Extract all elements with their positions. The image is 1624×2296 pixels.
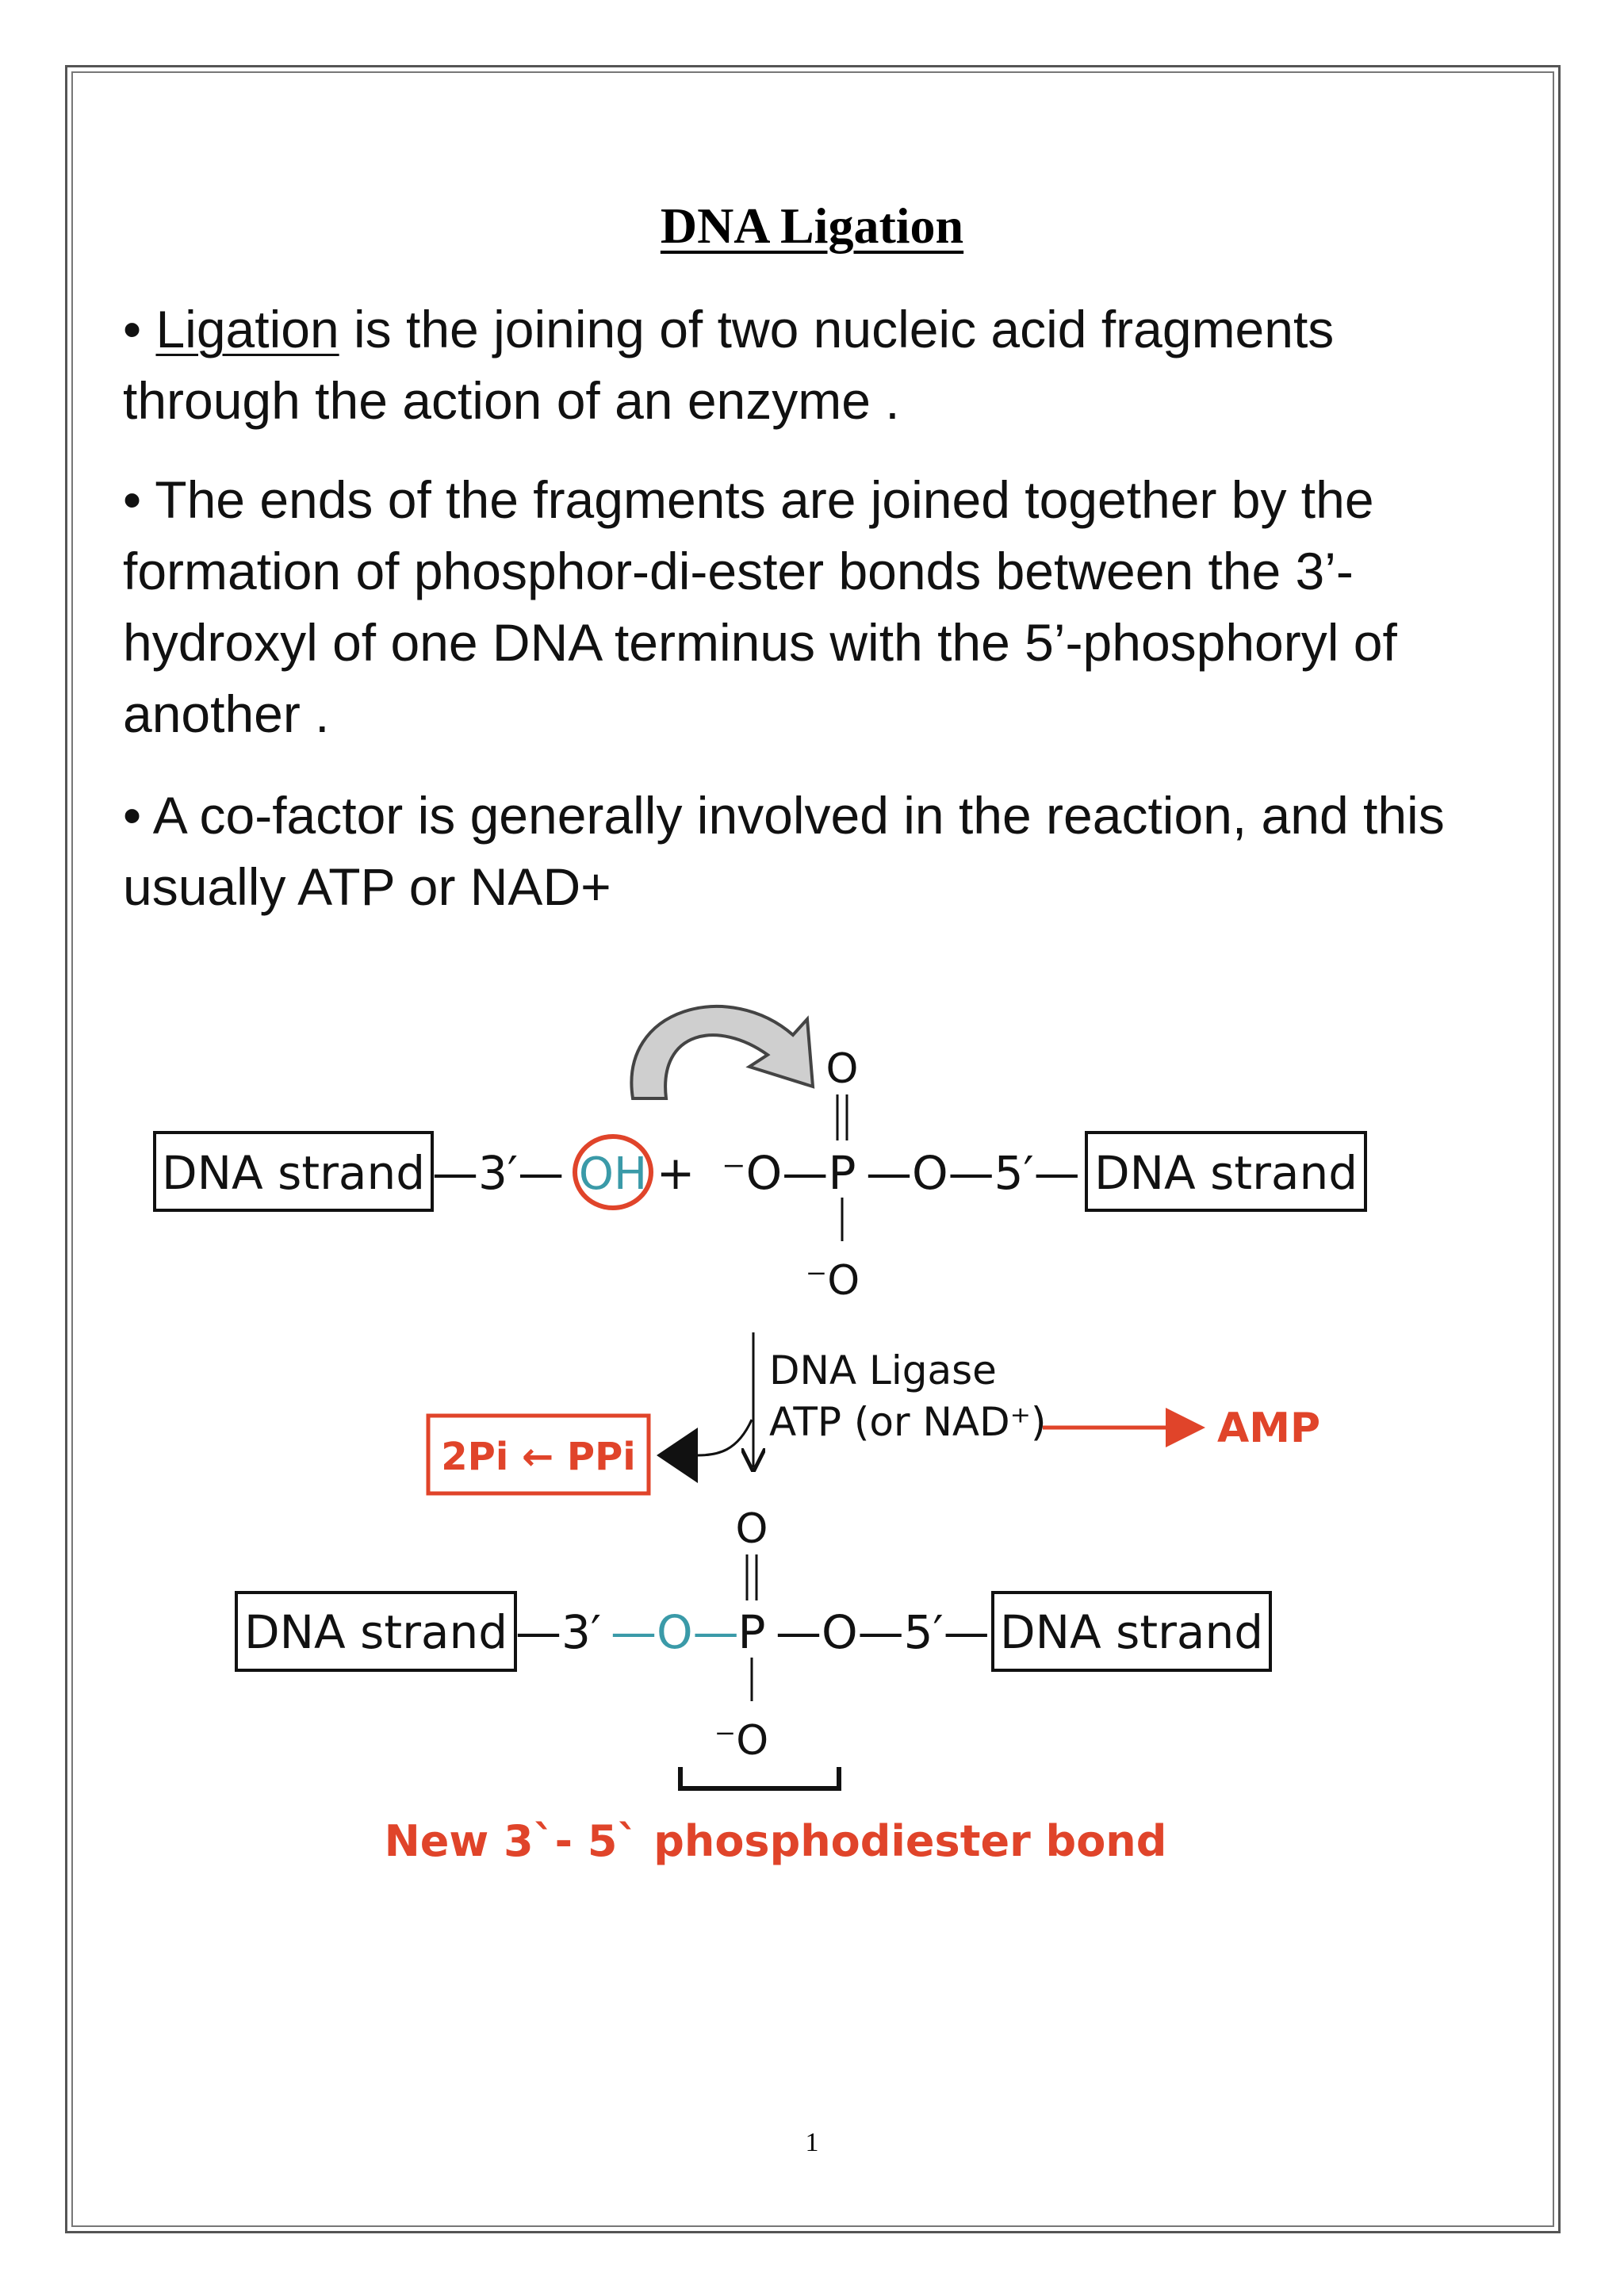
phosphate-bottom-minus-o: ⁻O <box>714 1717 768 1765</box>
right-linker-5prime: —O—5′— <box>776 1605 990 1659</box>
pyrophosphate-label: 2Pi ← PPi <box>441 1435 635 1479</box>
pyrophosphate-box <box>426 1413 651 1496</box>
hydroxyl-oh: OH <box>579 1148 647 1200</box>
enzyme-label: DNA Ligase <box>769 1347 997 1393</box>
paragraph-phosphodiester-bonds: • The ends of the fragments are joined t… <box>123 470 1397 743</box>
dna-strand-box-top-right <box>1085 1131 1367 1212</box>
phosphate-minus-o: ⁻O— <box>722 1146 828 1200</box>
phosphorus-bottom: P <box>738 1605 766 1659</box>
nucleophilic-attack-arrow <box>630 1005 815 1100</box>
paragraph-cofactor: • A co-factor is generally involved in t… <box>123 786 1445 916</box>
phosphate-double-bond-o: O <box>736 1505 768 1553</box>
paragraph-ligation-definition: • Ligation is the joining of two nucleic… <box>123 300 1335 430</box>
page-number: 1 <box>805 2128 819 2157</box>
dna-strand-box-top-left <box>153 1131 434 1212</box>
amp-label: AMP <box>1217 1405 1320 1452</box>
term-ligation: Ligation <box>155 300 339 358</box>
bond-bracket <box>678 1767 841 1791</box>
pyrophosphate-arrowhead <box>657 1428 698 1483</box>
pyrophosphate-release-arrow <box>697 1419 753 1457</box>
left-linker-3prime: —3′ <box>515 1605 601 1659</box>
dna-strand-box-bottom-left <box>235 1591 517 1672</box>
right-linker-5prime: —O—5′— <box>866 1146 1080 1200</box>
cofactor-label: ATP (or NAD⁺) <box>769 1399 1046 1445</box>
ester-oxygen: —O— <box>611 1605 739 1659</box>
plus-sign: + <box>657 1146 695 1200</box>
page-border-outer <box>65 65 1561 2233</box>
hydroxyl-highlight-circle <box>573 1134 653 1210</box>
left-linker-3prime: —3′— <box>432 1146 564 1200</box>
page-border-inner <box>71 71 1554 2227</box>
dna-strand-label: DNA strand <box>1094 1146 1358 1200</box>
dna-strand-label: DNA strand <box>162 1146 425 1200</box>
dna-strand-label: DNA strand <box>1000 1605 1263 1659</box>
phosphate-bottom-minus-o: ⁻O <box>806 1257 860 1305</box>
page-title: DNA Ligation <box>660 197 964 254</box>
dna-strand-label: DNA strand <box>244 1605 508 1659</box>
phosphate-double-bond-o: O <box>826 1045 859 1093</box>
new-bond-caption: New 3`- 5` phosphodiester bond <box>385 1816 1167 1866</box>
dna-strand-box-bottom-right <box>991 1591 1272 1672</box>
phosphorus-top: P <box>829 1146 856 1200</box>
